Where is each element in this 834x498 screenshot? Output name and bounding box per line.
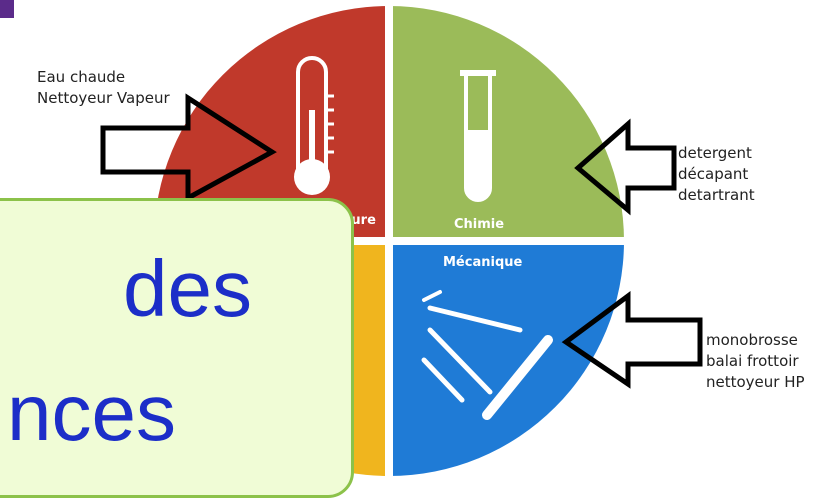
callout-chimie-line: detergent: [678, 144, 752, 162]
slide-corner-mark: [0, 0, 14, 18]
callout-mecanique-line: nettoyeur HP: [706, 373, 805, 391]
quadrant-chimie: [389, 6, 624, 241]
callout-chimie: detergent décapant detartrant: [678, 143, 755, 206]
quadrant-label-chimie: Chimie: [454, 217, 504, 232]
callout-mecanique-line: monobrosse: [706, 331, 798, 349]
test-tube-icon: [460, 70, 496, 202]
quadrant-label-mecanique: Mécanique: [443, 255, 523, 270]
arrow-mecanique: [561, 291, 703, 389]
callout-chimie-line: décapant: [678, 165, 749, 183]
thermometer-icon: [294, 56, 334, 195]
diagram-stage: rature Chimie Mécanique Eau chaude Netto…: [0, 0, 805, 498]
callout-chimie-line: detartrant: [678, 186, 755, 204]
callout-temperature: Eau chaude Nettoyeur Vapeur: [37, 67, 170, 109]
callout-mecanique: monobrosse balai frottoir nettoyeur HP: [706, 330, 805, 393]
callout-mecanique-line: balai frottoir: [706, 352, 799, 370]
overlay-line-1: des: [123, 244, 252, 333]
brushing-icon: [421, 290, 553, 420]
arrow-temperature: [100, 93, 277, 203]
callout-temperature-line: Nettoyeur Vapeur: [37, 89, 170, 107]
overlay-line-2: nces: [7, 368, 176, 457]
arrow-chimie: [574, 118, 677, 216]
text-overlay-box: des nces: [0, 198, 354, 498]
callout-temperature-line: Eau chaude: [37, 68, 126, 86]
quadrant-mecanique: [389, 241, 624, 476]
